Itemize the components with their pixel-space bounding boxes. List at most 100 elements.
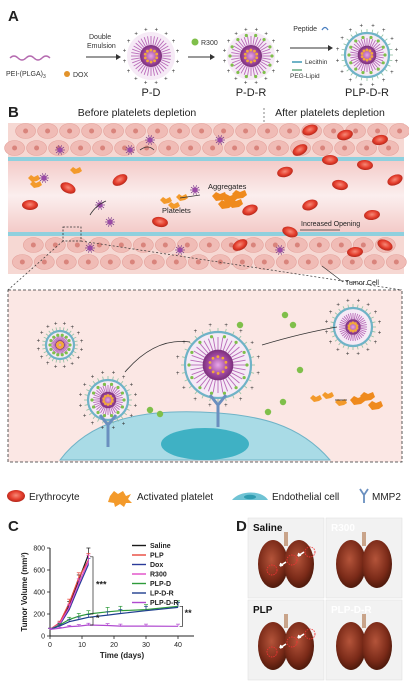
np-charge: +: [176, 371, 180, 377]
lung-right: [362, 622, 392, 670]
np-polymer-strand: [203, 378, 211, 390]
np-peg: [365, 308, 368, 312]
np-polymer-strand: [94, 403, 102, 408]
np-peg: [371, 77, 374, 81]
np-polymer-strand: [96, 390, 102, 396]
np-r300: [198, 340, 202, 344]
np-r300: [234, 386, 238, 390]
np-r300: [222, 335, 227, 339]
np-peg: [73, 336, 77, 339]
nanoparticle-small: [41, 175, 47, 181]
np-r300: [376, 67, 380, 71]
np-charge: +: [182, 386, 186, 392]
erythrocyte: [302, 124, 318, 136]
np-polymer-strand: [343, 315, 349, 322]
np-polymer-strand: [132, 48, 141, 53]
np-dox: [368, 49, 372, 53]
np-polymer-strand: [62, 336, 65, 341]
tumor-cell-nucleus: [294, 242, 300, 248]
np-peg: [55, 359, 58, 363]
np-dox: [153, 49, 156, 53]
panel-d-letter: D: [236, 518, 247, 535]
np-dox: [355, 324, 359, 328]
np-peg: [62, 359, 65, 363]
np-polymer-strand: [133, 61, 142, 67]
metastasis-circle: [286, 636, 298, 648]
np-polymer-strand: [368, 38, 371, 46]
np-polymer-strand: [355, 61, 362, 69]
erythrocyte: [22, 200, 38, 210]
dox-icon: [64, 71, 70, 77]
np-charge: +: [359, 82, 363, 88]
np-peg: [84, 404, 88, 406]
lung-right: [362, 540, 392, 588]
np-peg: [73, 351, 77, 354]
np-charge: +: [134, 76, 138, 82]
np-polymer-strand: [64, 340, 69, 343]
np-charge: +: [91, 375, 95, 381]
np-polymer-strand: [229, 346, 240, 356]
np-polymer-strand: [154, 66, 159, 75]
np-r300: [116, 385, 120, 390]
np-peg: [384, 69, 388, 72]
np-charge: +: [374, 340, 378, 346]
white-arrow-icon: [297, 551, 305, 557]
np-peg: [48, 356, 51, 360]
tumor-cell-nucleus: [206, 242, 212, 248]
np-peg: [248, 348, 252, 351]
x-tick-label: 40: [174, 642, 182, 649]
np-peg: [384, 38, 388, 41]
np-dox: [106, 403, 110, 406]
np-dox: [102, 400, 106, 403]
particle-label-plpdr: PLP-D-R: [345, 87, 389, 99]
photo-label: PLP-D-R: [331, 605, 372, 616]
panel-a: A PEI-(PLGA)3 DOX Double Emulsion ++++++…: [6, 8, 399, 99]
np-peg: [184, 379, 188, 382]
np-charge: +: [37, 339, 41, 345]
np-peg: [355, 31, 358, 35]
x-tick-label: 30: [142, 642, 150, 649]
np-peg: [225, 328, 227, 332]
tumor-cell-nucleus: [133, 128, 139, 134]
np-r300: [242, 375, 246, 380]
np-charge: +: [155, 28, 159, 34]
np-peg: [71, 333, 75, 336]
np-dox: [146, 49, 149, 53]
np-polymer-strand: [232, 355, 245, 361]
tumor-pointer: [321, 265, 344, 283]
np-polymer-strand: [371, 40, 376, 48]
np-charge: +: [244, 80, 248, 86]
np-r300: [56, 333, 60, 337]
tumor-cell-nucleus: [342, 145, 348, 151]
np-polymer-strand: [143, 37, 148, 46]
np-dox: [253, 49, 256, 53]
tumor-cell-nucleus: [276, 145, 282, 151]
np-polymer-strand: [231, 57, 241, 60]
np-charge: +: [250, 340, 254, 346]
np-dox: [255, 52, 259, 56]
np-polymer-strand: [161, 59, 170, 64]
np-core: [240, 45, 262, 67]
np-dox: [208, 361, 212, 364]
np-polymer-strand: [360, 327, 367, 330]
np-polymer-strand: [359, 330, 366, 335]
np-polymer-strand: [52, 347, 57, 352]
np-r300: [381, 61, 385, 65]
np-polymer-strand: [137, 64, 145, 72]
np-charge: +: [46, 361, 50, 367]
np-polymer-strand: [140, 38, 146, 47]
np-polymer-strand: [232, 48, 241, 53]
np-polymer-strand: [376, 51, 384, 54]
np-polymer-strand: [93, 394, 101, 398]
np-r300: [49, 339, 53, 343]
lung-left: [258, 622, 288, 670]
np-charge: +: [112, 425, 116, 431]
np-polymer-strand: [156, 65, 162, 74]
np-polymer-strand: [358, 331, 365, 337]
tumor-cell-label: Tumor Cell: [345, 280, 379, 287]
metastasis-circle: [304, 546, 316, 558]
np-charge: +: [348, 78, 352, 84]
r300-icon: [191, 38, 199, 46]
np-peg: [365, 342, 368, 346]
np-polymer-strand: [350, 51, 358, 54]
